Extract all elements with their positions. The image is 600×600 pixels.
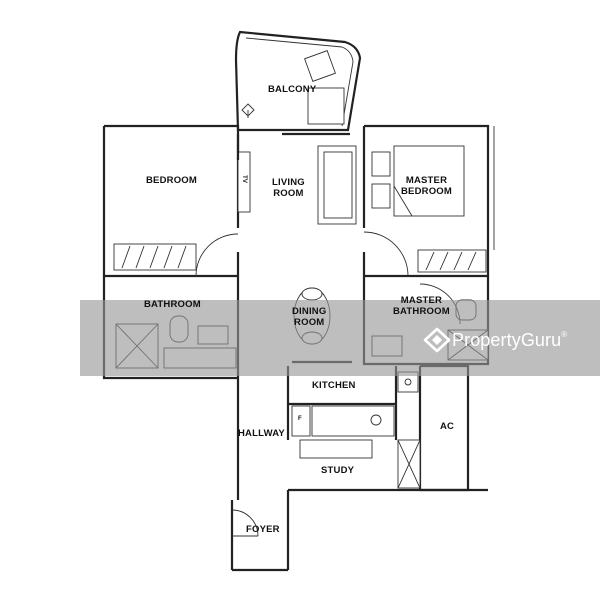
- bedside-table-2: [371, 183, 391, 209]
- master-bed: [393, 145, 465, 217]
- hallway-label: HALLWAY: [238, 428, 285, 439]
- balcony-label: BALCONY: [268, 84, 317, 95]
- dining-room-label: DINING ROOM: [292, 306, 326, 328]
- wardrobe-hatch: [121, 245, 187, 269]
- study-label: STUDY: [321, 465, 355, 476]
- kitchen-counter: [311, 405, 395, 437]
- hallway-walls: [230, 378, 488, 572]
- master-wardrobe-hatch: [425, 251, 477, 271]
- master-door-swing: [363, 231, 409, 277]
- watermark-trademark: ®: [561, 330, 568, 339]
- watermark-brand: PropertyGuru: [452, 329, 562, 350]
- tv-console: [237, 151, 251, 213]
- foyer-label: FOYER: [246, 524, 280, 535]
- propertyguru-logo-icon: [423, 327, 451, 353]
- balcony-bench: [307, 87, 345, 125]
- fridge: [291, 405, 311, 437]
- living-room-label-line1: LIVING: [272, 177, 305, 188]
- balcony-chair: [304, 50, 336, 82]
- dining-room-label-line1: DINING: [292, 306, 327, 317]
- master-bathroom-label-line1: MASTER: [400, 295, 443, 306]
- bathroom-label: BATHROOM: [144, 299, 201, 310]
- sofa-seat: [323, 151, 353, 219]
- master-bedroom-label-line1: MASTER: [405, 175, 448, 186]
- bedside-table-1: [371, 151, 391, 177]
- master-bedroom-label-line2: BEDROOM: [401, 186, 453, 197]
- master-wardrobe: [417, 249, 487, 273]
- master-bathroom-label: MASTER BATHROOM: [393, 295, 450, 317]
- foyer-door-swing: [231, 509, 259, 537]
- bedroom-label: BEDROOM: [146, 175, 198, 186]
- balcony-inner-edge: [245, 37, 354, 127]
- master-bedroom-label: MASTER BEDROOM: [401, 175, 452, 197]
- bedroom-door-swing: [195, 233, 239, 277]
- stove-burner: [370, 414, 382, 426]
- plant-icon: [241, 103, 255, 118]
- storage-cross: [397, 439, 421, 489]
- master-bed-fold: [393, 185, 413, 217]
- dining-room-label-line2: ROOM: [294, 317, 325, 328]
- study-desk: [299, 439, 373, 459]
- kitchen-tap: [404, 378, 412, 386]
- living-room-label: LIVING ROOM: [272, 177, 305, 199]
- tv-label: TV: [240, 175, 247, 183]
- kitchen-walls: [286, 366, 422, 490]
- propertyguru-watermark: PropertyGuru ®: [422, 326, 567, 354]
- kitchen-label: KITCHEN: [312, 380, 356, 391]
- master-bedroom-walls: [362, 124, 490, 278]
- balcony-outline: [234, 30, 362, 132]
- living-room-label-line2: ROOM: [273, 188, 304, 199]
- master-bathroom-label-line2: BATHROOM: [393, 306, 450, 317]
- living-walls: [236, 126, 366, 228]
- fridge-label: F: [298, 416, 302, 422]
- ac-label: AC: [440, 421, 455, 432]
- watermark-band: [80, 300, 600, 376]
- dining-chair-1: [301, 287, 323, 301]
